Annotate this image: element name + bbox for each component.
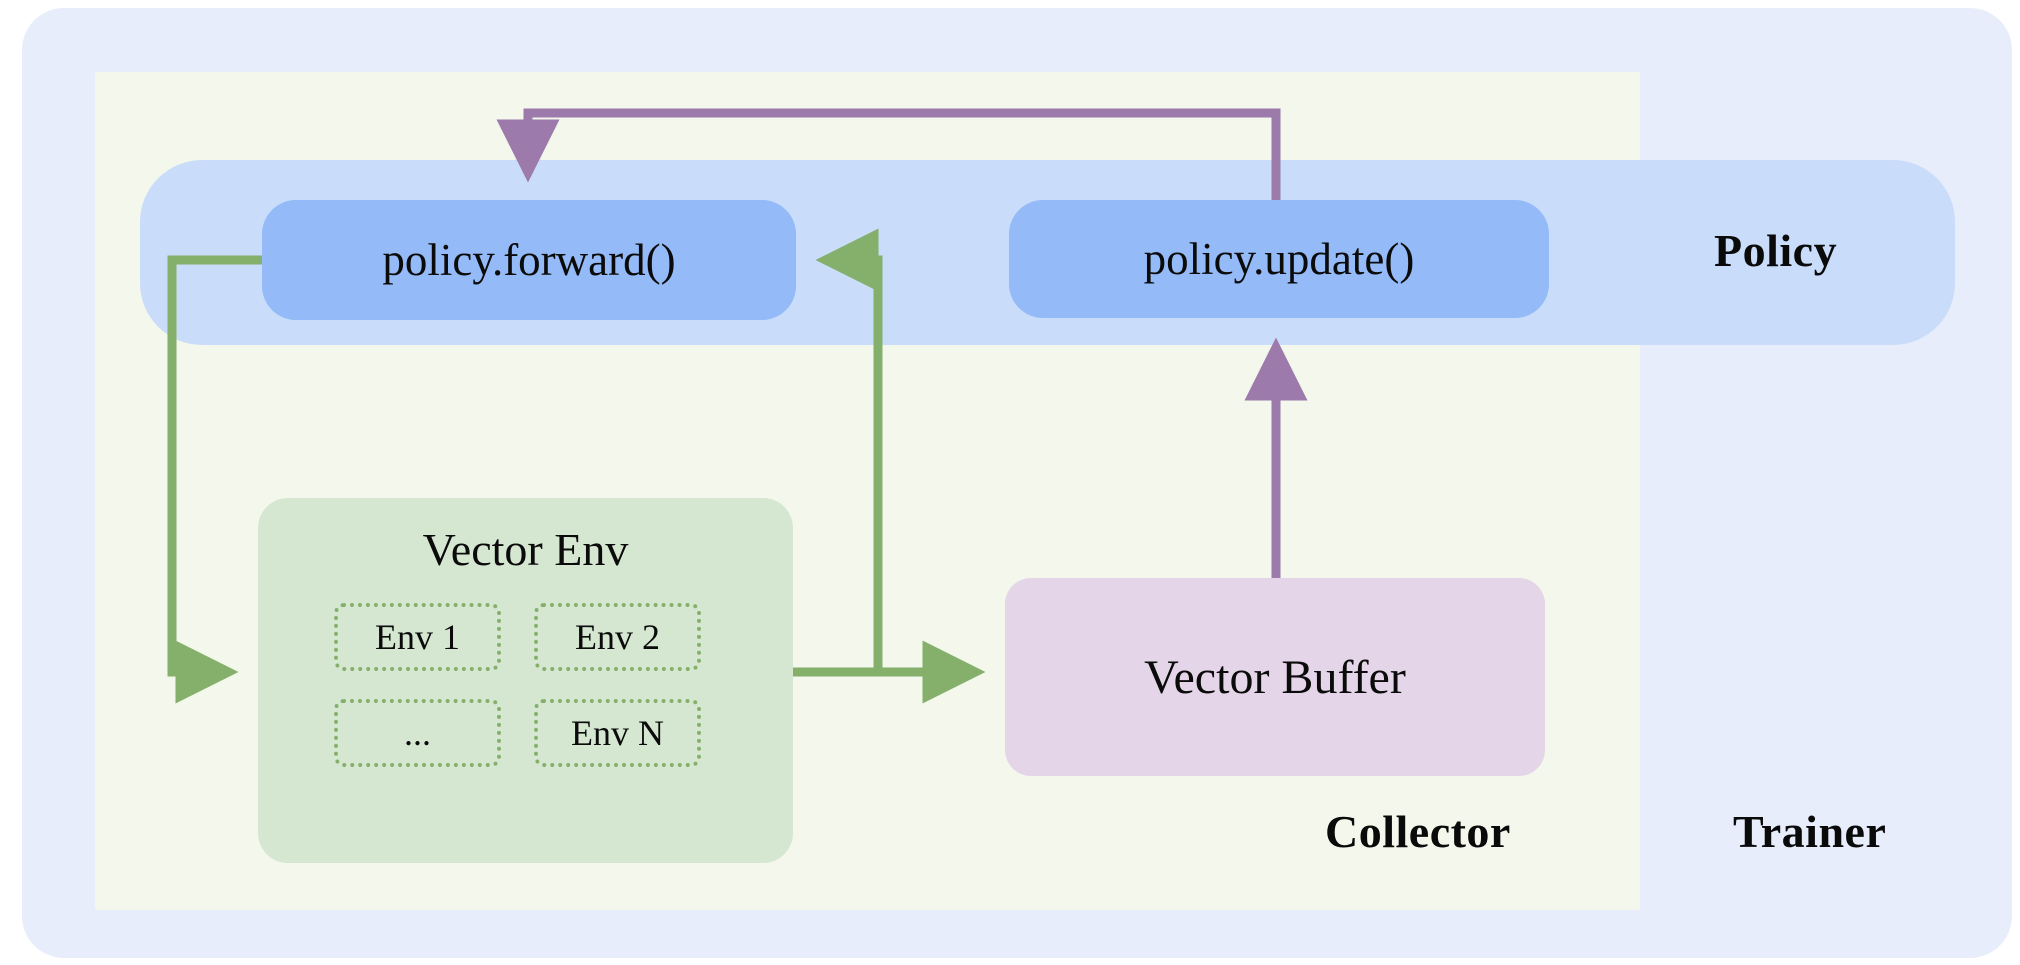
env-chip-grid: Env 1 Env 2 ... Env N [334,603,729,767]
policy-update-node: policy.update() [1009,200,1549,318]
env-chip-n: Env N [534,699,701,767]
policy-panel-label: Policy [1714,225,1838,276]
env-chip-ellipsis: ... [334,699,501,767]
vector-env-box: Vector Env Env 1 Env 2 ... Env N [258,498,793,863]
collector-panel-label: Collector [1325,806,1511,857]
env-chip-1: Env 1 [334,603,501,671]
trainer-panel-label: Trainer [1733,806,1887,857]
env-chip-2: Env 2 [534,603,701,671]
policy-forward-node: policy.forward() [262,200,796,320]
vector-buffer-box: Vector Buffer [1005,578,1545,776]
vector-env-title: Vector Env [422,524,629,575]
